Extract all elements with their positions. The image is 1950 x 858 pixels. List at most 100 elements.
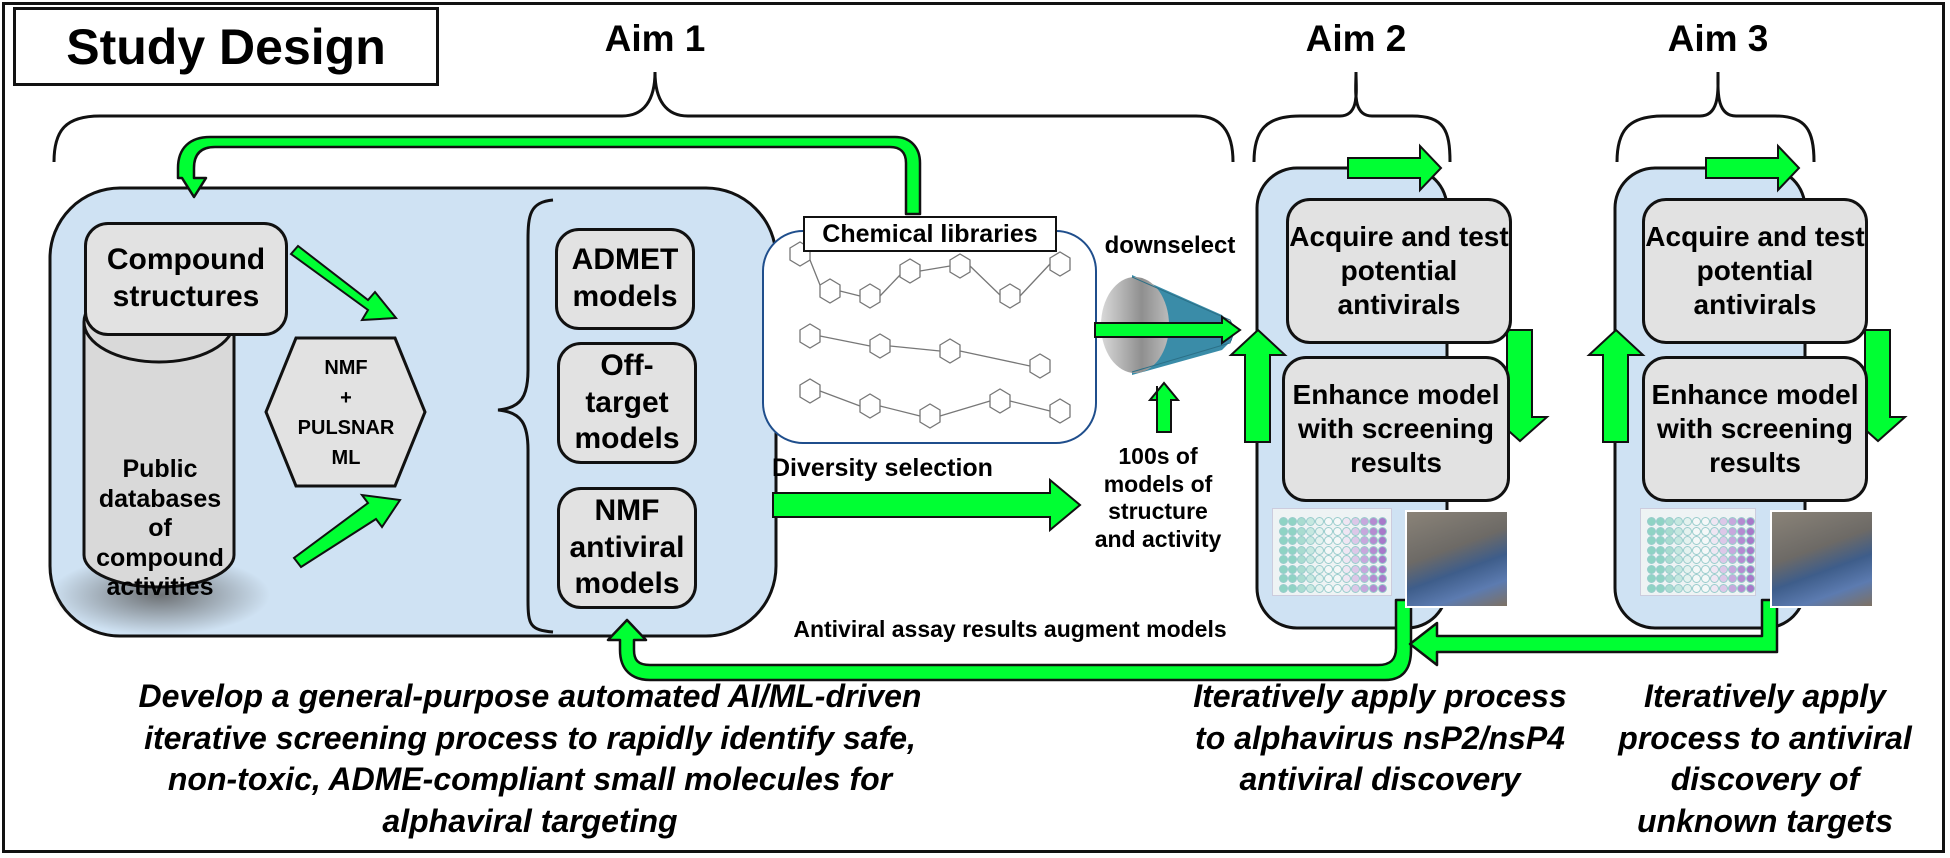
well (1306, 583, 1315, 593)
molecule-sketches (789, 241, 1071, 429)
well (1333, 583, 1342, 593)
well (1674, 517, 1683, 526)
well (1692, 583, 1701, 593)
well (1369, 517, 1378, 526)
well (1674, 526, 1683, 536)
well (1279, 555, 1288, 564)
well (1665, 536, 1674, 545)
well (1351, 564, 1360, 574)
well (1324, 545, 1333, 555)
admet-models-box: ADMET models (555, 228, 695, 330)
well (1306, 536, 1315, 545)
well (1647, 517, 1656, 526)
well (1719, 526, 1728, 536)
aim3-brace (1615, 71, 1816, 163)
well (1378, 564, 1387, 574)
figure-title: Study Design (13, 7, 439, 86)
well (1746, 583, 1755, 593)
well (1683, 555, 1692, 564)
well (1378, 574, 1387, 583)
well (1360, 574, 1369, 583)
well (1683, 526, 1692, 536)
well (1369, 536, 1378, 545)
well (1324, 564, 1333, 574)
well (1737, 526, 1746, 536)
well (1297, 583, 1306, 593)
well (1674, 583, 1683, 593)
well (1746, 526, 1755, 536)
well (1351, 545, 1360, 555)
well (1342, 536, 1351, 545)
aim3-arrow-top (1705, 143, 1801, 193)
well (1351, 517, 1360, 526)
well (1369, 545, 1378, 555)
well (1324, 583, 1333, 593)
well (1306, 555, 1315, 564)
well (1728, 583, 1737, 593)
well (1378, 517, 1387, 526)
aim2-label: Aim 2 (1305, 18, 1407, 59)
arrow-library-to-aim1 (176, 135, 922, 216)
well (1297, 536, 1306, 545)
well (1746, 564, 1755, 574)
off-target-models-box: Off-target models (557, 342, 697, 464)
well (1279, 574, 1288, 583)
ml-hexagon (264, 336, 427, 488)
well (1674, 555, 1683, 564)
well (1701, 564, 1710, 574)
well (1719, 545, 1728, 555)
aim2-well-plate-image (1272, 508, 1392, 596)
well (1737, 574, 1746, 583)
well (1728, 555, 1737, 564)
well (1342, 564, 1351, 574)
well (1288, 574, 1297, 583)
well (1351, 536, 1360, 545)
well (1647, 526, 1656, 536)
well (1710, 526, 1719, 536)
arrow-models-up-shaft (1159, 400, 1169, 430)
well (1719, 583, 1728, 593)
well (1378, 583, 1387, 593)
aim2-arrow-left (1228, 328, 1288, 443)
aim3-label: Aim 3 (1667, 18, 1769, 59)
aim3-well-plate-image (1640, 508, 1756, 596)
well (1719, 564, 1728, 574)
well (1728, 517, 1737, 526)
well (1647, 574, 1656, 583)
well (1746, 555, 1755, 564)
well (1710, 536, 1719, 545)
well (1315, 555, 1324, 564)
well (1692, 517, 1701, 526)
well (1692, 555, 1701, 564)
well (1351, 555, 1360, 564)
well (1710, 583, 1719, 593)
well (1701, 574, 1710, 583)
well (1288, 555, 1297, 564)
well (1647, 583, 1656, 593)
well (1665, 517, 1674, 526)
compound-structures-box: Compound structures (84, 222, 288, 336)
well (1746, 517, 1755, 526)
well (1719, 555, 1728, 564)
well (1701, 555, 1710, 564)
chemical-library-panel (762, 230, 1097, 444)
well (1656, 517, 1665, 526)
well (1288, 536, 1297, 545)
well (1674, 564, 1683, 574)
aim2-brace (1252, 71, 1452, 163)
well (1369, 555, 1378, 564)
well (1647, 545, 1656, 555)
well (1728, 526, 1737, 536)
well (1306, 517, 1315, 526)
well (1288, 526, 1297, 536)
diversity-selection-label: Diversity selection (772, 454, 993, 482)
aim2-arrow-top (1347, 143, 1443, 193)
aim3-lab-photo (1770, 510, 1874, 608)
well (1324, 526, 1333, 536)
well (1710, 545, 1719, 555)
well (1701, 517, 1710, 526)
well (1324, 517, 1333, 526)
well (1333, 545, 1342, 555)
database-cylinder (82, 322, 236, 589)
well (1710, 555, 1719, 564)
